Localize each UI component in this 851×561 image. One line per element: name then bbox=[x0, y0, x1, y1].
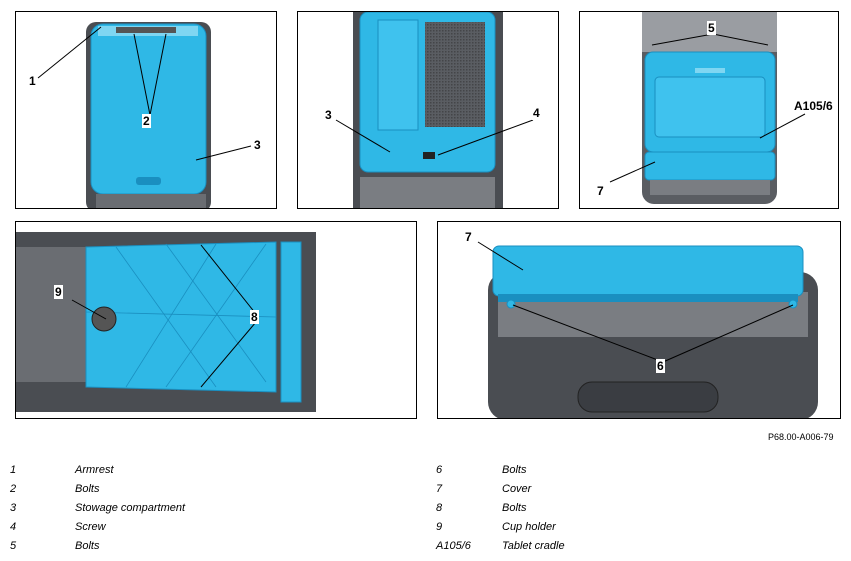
callout-a105-6: A105/6 bbox=[793, 99, 834, 113]
legend-number: 2 bbox=[10, 483, 17, 495]
legend: 1 Armrest 2 Bolts 3 Stowage compartment … bbox=[10, 464, 841, 559]
legend-text: Cover bbox=[502, 483, 532, 495]
legend-text: Bolts bbox=[75, 483, 100, 495]
figure-reference: P68.00-A006-79 bbox=[768, 432, 834, 442]
legend-item: 8 Bolts bbox=[436, 502, 836, 516]
legend-text: Cup holder bbox=[502, 521, 556, 533]
panel-stowage-open: 3 4 bbox=[297, 11, 559, 209]
callout-4: 4 bbox=[532, 106, 541, 120]
legend-number: 4 bbox=[10, 521, 17, 533]
legend-text: Screw bbox=[75, 521, 106, 533]
legend-item: A105/6 Tablet cradle bbox=[436, 540, 836, 554]
legend-number: 7 bbox=[436, 483, 443, 495]
callout-1: 1 bbox=[28, 74, 37, 88]
callout-2: 2 bbox=[142, 114, 151, 128]
armrest-closed-illustration bbox=[37, 22, 252, 208]
legend-number: 9 bbox=[436, 521, 443, 533]
legend-item: 9 Cup holder bbox=[436, 521, 836, 535]
legend-text: Stowage compartment bbox=[75, 502, 186, 514]
panel-cup-holder: 9 8 bbox=[15, 221, 417, 419]
panel-tablet-cradle: 5 A105/6 7 bbox=[579, 11, 839, 209]
legend-text: Bolts bbox=[75, 540, 100, 552]
cup-holder-illustration bbox=[16, 232, 316, 412]
callout-3: 3 bbox=[324, 108, 333, 122]
legend-number: 1 bbox=[10, 464, 17, 476]
legend-item: 4 Screw bbox=[10, 521, 410, 535]
panel-cover-removed: 7 6 bbox=[437, 221, 841, 419]
legend-number: 3 bbox=[10, 502, 17, 514]
stowage-open-illustration bbox=[335, 12, 534, 208]
legend-text: Tablet cradle bbox=[502, 540, 565, 552]
callout-7: 7 bbox=[596, 184, 605, 198]
callout-3: 3 bbox=[253, 138, 262, 152]
callout-7: 7 bbox=[464, 230, 473, 244]
legend-item: 6 Bolts bbox=[436, 464, 836, 478]
legend-number: 6 bbox=[436, 464, 443, 476]
legend-text: Armrest bbox=[75, 464, 114, 476]
panel-armrest-closed: 1 2 3 bbox=[15, 11, 277, 209]
legend-number: 5 bbox=[10, 540, 17, 552]
legend-text: Bolts bbox=[502, 464, 527, 476]
cover-removed-illustration bbox=[477, 241, 818, 418]
legend-number: A105/6 bbox=[436, 540, 471, 552]
legend-item: 5 Bolts bbox=[10, 540, 410, 554]
callout-5: 5 bbox=[707, 21, 716, 35]
callout-9: 9 bbox=[54, 285, 63, 299]
legend-item: 2 Bolts bbox=[10, 483, 410, 497]
legend-text: Bolts bbox=[502, 502, 527, 514]
legend-item: 7 Cover bbox=[436, 483, 836, 497]
callout-8: 8 bbox=[250, 310, 259, 324]
legend-item: 3 Stowage compartment bbox=[10, 502, 410, 516]
legend-item: 1 Armrest bbox=[10, 464, 410, 478]
legend-number: 8 bbox=[436, 502, 443, 514]
callout-6: 6 bbox=[656, 359, 665, 373]
